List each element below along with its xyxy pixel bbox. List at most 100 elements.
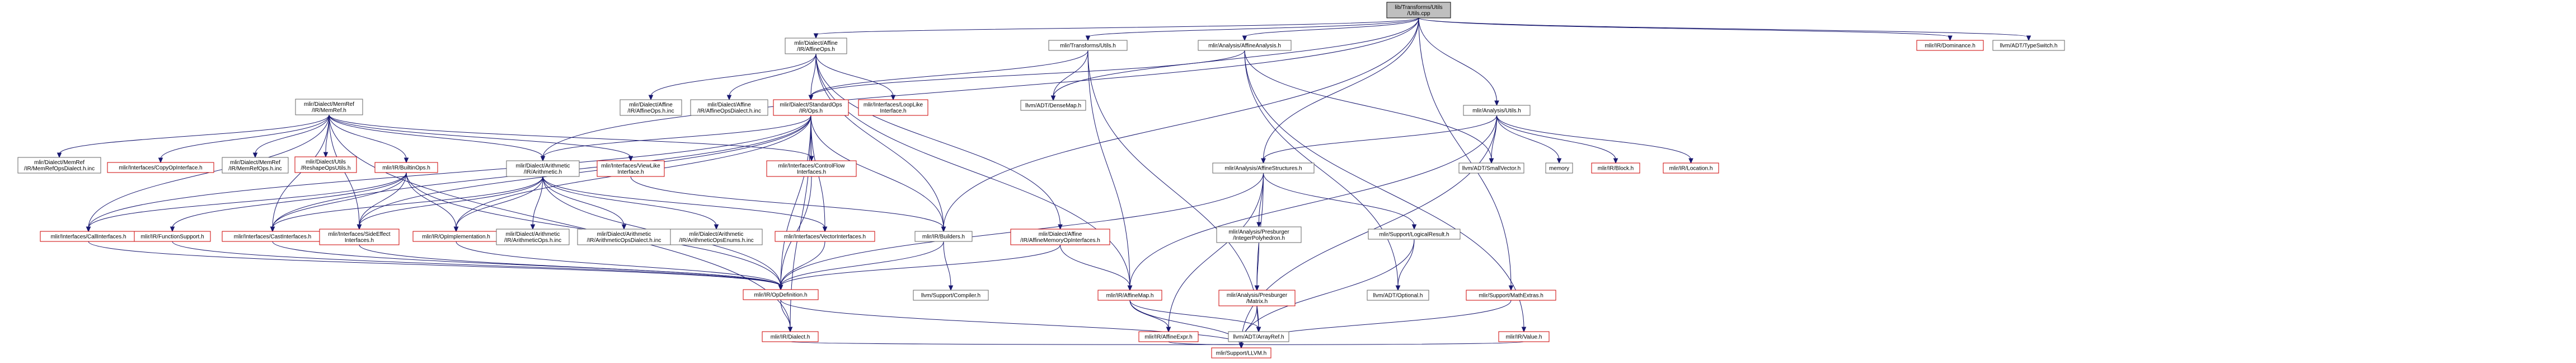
node-value[interactable]: mlir/IR/Value.h	[1498, 331, 1550, 342]
node-label-controlflow-line-0: mlir/Interfaces/ControlFlow	[778, 163, 846, 169]
node-arith[interactable]: mlir/Dialect/Arithmetic/IR/Arithmetic.h	[506, 160, 580, 177]
node-affineopsh_inc[interactable]: mlir/Dialect/Affine/IR/AffineOps.h.inc	[620, 99, 682, 116]
node-stdops[interactable]: mlir/Dialect/StandardOps/IR/Ops.h	[773, 99, 849, 116]
node-memory[interactable]: memory	[1545, 162, 1573, 174]
arrowhead-affineops-to-looplike	[890, 95, 896, 101]
edge-analysisutils-to-block	[1496, 115, 1616, 160]
node-label-functionsupport-line-0: mlir/IR/FunctionSupport.h	[140, 234, 204, 240]
node-presburgermatrix[interactable]: mlir/Analysis/Presburger/Matrix.h	[1218, 290, 1296, 306]
arrowhead-affinestructures-to-logicalresult	[1411, 224, 1417, 230]
node-block[interactable]: mlir/IR/Block.h	[1591, 162, 1640, 174]
node-label-arithops_inc-line-1: /IR/ArithmeticOps.h.inc	[504, 238, 561, 244]
node-affineanalysis[interactable]: mlir/Analysis/AffineAnalysis.h	[1198, 40, 1292, 51]
edge-affinemap-to-affineexpr	[1129, 300, 1169, 329]
arrowhead-memref-to-memrefops_inc	[252, 152, 258, 159]
edge-affinestructures-to-affineexpr	[1168, 173, 1264, 329]
arrowhead-arith-to-arithenums_inc	[714, 224, 719, 230]
node-label-arith-line-1: /IR/Arithmetic.h	[524, 169, 562, 175]
node-box-affinememory	[1010, 229, 1110, 245]
node-mathextras[interactable]: mlir/Support/MathExtras.h	[1466, 290, 1556, 301]
node-copyop[interactable]: mlir/Interfaces/CopyOpInterface.h	[107, 162, 214, 173]
node-label-reshapeops-line-1: /ReshapeOpsUtils.h	[301, 165, 351, 171]
arrowhead-arith-to-vectorinterfaces	[822, 226, 828, 232]
node-densemap[interactable]: llvm/ADT/DenseMap.h	[1020, 100, 1086, 111]
node-builtinops[interactable]: mlir/IR/BuiltinOps.h	[374, 162, 438, 173]
arrowhead-presburgerpoly-to-presburgermatrix	[1254, 285, 1260, 291]
node-arithops_inc[interactable]: mlir/Dialect/Arithmetic/IR/ArithmeticOps…	[496, 229, 570, 245]
edge-builtinops-to-castinterfaces	[272, 172, 407, 229]
node-vectorinterfaces[interactable]: mlir/Interfaces/VectorInterfaces.h	[775, 231, 875, 242]
node-affineopsdialect_inc[interactable]: mlir/Dialect/Affine/IR/AffineOpsDialect.…	[690, 99, 768, 116]
edge-memref-to-memrefops_inc	[255, 114, 330, 155]
edge-builtinops-to-opimpl	[406, 172, 457, 229]
node-dominance[interactable]: mlir/IR/Dominance.h	[1916, 40, 1984, 51]
node-label-optional-line-0: llvm/ADT/Optional.h	[1373, 293, 1423, 299]
arrowhead-builtinops-to-callinterfaces	[86, 226, 91, 232]
node-compiler[interactable]: llvm/Support/Compiler.h	[913, 290, 989, 301]
node-affinestructures[interactable]: mlir/Analysis/AffineStructures.h	[1212, 162, 1315, 174]
arrowhead-builtinops-to-functionsupport	[170, 226, 175, 232]
node-label-affinemap-line-0: mlir/IR/AffineMap.h	[1106, 293, 1154, 299]
node-typeswitch[interactable]: llvm/ADT/TypeSwitch.h	[1992, 40, 2065, 51]
arrowhead-arith-to-sideeffect	[356, 224, 362, 230]
node-box-affineanalysis	[1198, 40, 1292, 51]
edge-stdops-to-arith	[542, 115, 811, 158]
node-presburgerpoly[interactable]: mlir/Analysis/Presburger/IntegerPolyhedr…	[1216, 226, 1302, 243]
node-dialect[interactable]: mlir/IR/Dialect.h	[762, 331, 819, 342]
node-affineops[interactable]: mlir/Dialect/Affine/IR/AffineOps.h	[785, 38, 847, 54]
node-label-opimpl-line-0: mlir/IR/OpImplementation.h	[422, 234, 490, 240]
node-memref[interactable]: mlir/Dialect/MemRef/IR/MemRef.h	[295, 99, 363, 115]
edge-logicalresult-to-optional	[1397, 239, 1415, 287]
node-label-location-line-0: mlir/IR/Location.h	[1669, 166, 1713, 172]
node-smallvector[interactable]: llvm/ADT/SmallVector.h	[1458, 162, 1524, 174]
edge-arith-to-arithops_inc	[532, 176, 543, 226]
node-label-looplike-line-0: mlir/Interfaces/LoopLike	[864, 102, 923, 108]
node-label-dialect-line-0: mlir/IR/Dialect.h	[771, 334, 810, 341]
edge-analysisutils-to-affinestructures	[1263, 115, 1497, 160]
node-box-presburgerpoly	[1216, 226, 1302, 243]
node-label-presburgerpoly-line-1: /IntegerPolyhedron.h	[1233, 235, 1285, 241]
node-builders[interactable]: mlir/IR/Builders.h	[914, 231, 973, 242]
node-arithenums_inc[interactable]: mlir/Dialect/Arithmetic/IR/ArithmeticOps…	[670, 229, 763, 245]
node-castinterfaces[interactable]: mlir/Interfaces/CastInterfaces.h	[222, 231, 323, 242]
node-analysisutils[interactable]: mlir/Analysis/Utils.h	[1463, 105, 1531, 116]
node-box-analysisutils	[1463, 105, 1531, 116]
node-llvmh[interactable]: mlir/Support/LLVM.h	[1211, 347, 1271, 359]
node-functionsupport[interactable]: mlir/IR/FunctionSupport.h	[134, 231, 211, 242]
node-affinemap[interactable]: mlir/IR/AffineMap.h	[1097, 290, 1162, 301]
node-memrefops_inc[interactable]: mlir/Dialect/MemRef/IR/MemRefOps.h.inc	[222, 157, 289, 174]
edge-castinterfaces-to-opdefinition	[272, 241, 781, 287]
node-box-memory	[1545, 162, 1573, 174]
node-affineexpr[interactable]: mlir/IR/AffineExpr.h	[1138, 331, 1199, 342]
arrowhead-arith-to-arithdialect_inc	[621, 224, 627, 230]
edge-affineops-to-affineopsdialect_inc	[729, 53, 817, 97]
edge-functionsupport-to-opdefinition	[172, 241, 781, 287]
node-label-affineopsh_inc-line-1: /IR/AffineOps.h.inc	[627, 108, 674, 114]
node-logicalresult[interactable]: mlir/Support/LogicalResult.h	[1368, 229, 1461, 240]
node-location[interactable]: mlir/IR/Location.h	[1663, 162, 1719, 174]
node-box-block	[1591, 162, 1640, 174]
node-label-affineopsdialect_inc-line-1: /IR/AffineOpsDialect.h.inc	[697, 108, 761, 114]
node-label-compiler-line-0: llvm/Support/Compiler.h	[921, 293, 980, 299]
edge-affineanalysis-to-value	[1244, 50, 1524, 329]
arrowhead-root-to-affineops	[813, 33, 819, 39]
node-label-presburgerpoly-line-0: mlir/Analysis/Presburger	[1228, 229, 1289, 235]
node-reshapeops[interactable]: mlir/Dialect/Utils/ReshapeOpsUtils.h	[294, 156, 357, 173]
node-transformsutils[interactable]: mlir/Transforms/Utils.h	[1048, 40, 1128, 51]
node-memrefopsdialect_inc[interactable]: mlir/Dialect/MemRef/IR/MemRefOpsDialect.…	[17, 157, 101, 174]
edge-arith-to-sideeffect	[359, 176, 543, 226]
node-opdefinition[interactable]: mlir/IR/OpDefinition.h	[743, 289, 819, 300]
node-optional[interactable]: llvm/ADT/Optional.h	[1367, 290, 1429, 301]
node-label-logicalresult-line-0: mlir/Support/LogicalResult.h	[1379, 232, 1449, 238]
arrowhead-analysisutils-to-smallvector	[1489, 158, 1494, 164]
node-arithdialect_inc[interactable]: mlir/Dialect/Arithmetic/IR/ArithmeticOps…	[577, 229, 671, 245]
node-arrayref[interactable]: llvm/ADT/ArrayRef.h	[1228, 331, 1289, 342]
node-opimpl[interactable]: mlir/IR/OpImplementation.h	[412, 231, 500, 242]
edge-affineops-to-affineopsh_inc	[650, 53, 817, 97]
node-affinememory[interactable]: mlir/Dialect/Affine/IR/AffineMemoryOpInt…	[1010, 229, 1110, 245]
node-callinterfaces[interactable]: mlir/Interfaces/CallInterfaces.h	[40, 231, 137, 242]
